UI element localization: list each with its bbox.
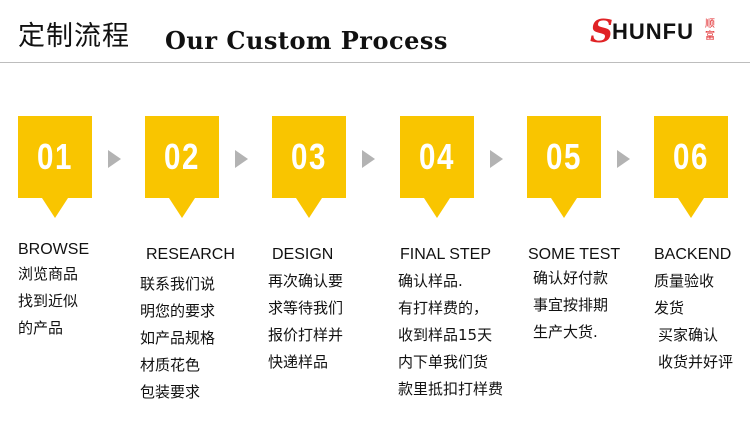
step-3-line: 快递样品 <box>268 353 329 371</box>
page-title-chinese: 定制流程 <box>18 21 130 52</box>
step-4-line: 有打样费的， <box>398 299 489 317</box>
step-4-number: 04 <box>418 136 456 177</box>
step-3-description: 再次确认要 求等待我们 报价打样并 快递样品 <box>268 268 343 376</box>
step-2-label: RESEARCH <box>146 246 235 263</box>
step-4-line: 款里抵扣打样费 <box>398 380 504 398</box>
page-title-english: Our Custom Process <box>165 26 448 55</box>
step-6-label: BACKEND <box>654 246 732 263</box>
brand-logo: S HUNFU 顺富 <box>590 14 720 48</box>
step-5-number: 05 <box>545 136 583 177</box>
step-3-line: 再次确认要 <box>268 272 344 290</box>
step-5-badge: 05 <box>527 116 601 218</box>
arrow-right-icon <box>235 150 248 168</box>
logo-seal: 顺富 <box>705 19 715 42</box>
step-6-description: 质量验收 发货 买家确认 收货并好评 <box>654 268 733 376</box>
step-1-badge: 01 <box>18 116 92 218</box>
step-5-label: SOME TEST <box>528 246 621 263</box>
step-2-number: 02 <box>163 136 201 177</box>
arrow-right-icon <box>362 150 375 168</box>
arrow-right-icon <box>490 150 503 168</box>
step-6-line: 质量验收 <box>654 272 715 290</box>
step-4-badge: 04 <box>400 116 474 218</box>
step-1-number: 01 <box>36 136 74 177</box>
step-3-line: 求等待我们 <box>268 299 344 317</box>
step-1-description: 浏览商品 找到近似 的产品 <box>18 261 78 342</box>
step-4-description: 确认样品. 有打样费的， 收到样品15天 内下单我们货 款里抵扣打样费 <box>398 268 503 403</box>
step-1-line: 找到近似 <box>18 292 79 310</box>
logo-text: HUNFU <box>612 19 694 44</box>
step-2-line: 联系我们说 <box>140 275 216 293</box>
step-1-line: 浏览商品 <box>18 265 79 283</box>
logo-mark: S <box>590 12 614 50</box>
step-5-line: 事宜按排期 <box>533 296 609 314</box>
step-6-line: 买家确认 <box>658 326 719 344</box>
step-6-badge: 06 <box>654 116 728 218</box>
step-4-line: 内下单我们货 <box>398 353 489 371</box>
step-2-line: 材质花色 <box>140 356 201 374</box>
step-3-label: DESIGN <box>272 246 334 263</box>
step-3-line: 报价打样并 <box>268 326 344 344</box>
step-2-badge: 02 <box>145 116 219 218</box>
step-2-line: 如产品规格 <box>140 329 216 347</box>
header-divider <box>0 62 750 63</box>
page-header: 定制流程 Our Custom Process S HUNFU 顺富 <box>0 0 750 62</box>
step-5-description: 确认好付款 事宜按排期 生产大货. <box>533 265 608 346</box>
step-4-label: FINAL STEP <box>400 246 491 263</box>
step-6-line: 收货并好评 <box>658 353 734 371</box>
step-1-line: 的产品 <box>18 319 64 337</box>
step-6-line: 发货 <box>654 299 685 317</box>
step-3-badge: 03 <box>272 116 346 218</box>
step-6-number: 06 <box>672 136 710 177</box>
step-4-line: 确认样品. <box>398 272 463 290</box>
step-5-line: 确认好付款 <box>533 269 609 287</box>
arrow-right-icon <box>108 150 121 168</box>
step-4-line: 收到样品15天 <box>398 326 493 344</box>
step-5-line: 生产大货. <box>533 323 598 341</box>
step-2-line: 明您的要求 <box>140 302 216 320</box>
step-2-description: 联系我们说 明您的要求 如产品规格 材质花色 包装要求 <box>140 271 215 406</box>
step-3-number: 03 <box>290 136 328 177</box>
arrow-right-icon <box>617 150 630 168</box>
step-1-label: BROWSE <box>18 241 90 258</box>
step-2-line: 包装要求 <box>140 383 201 401</box>
